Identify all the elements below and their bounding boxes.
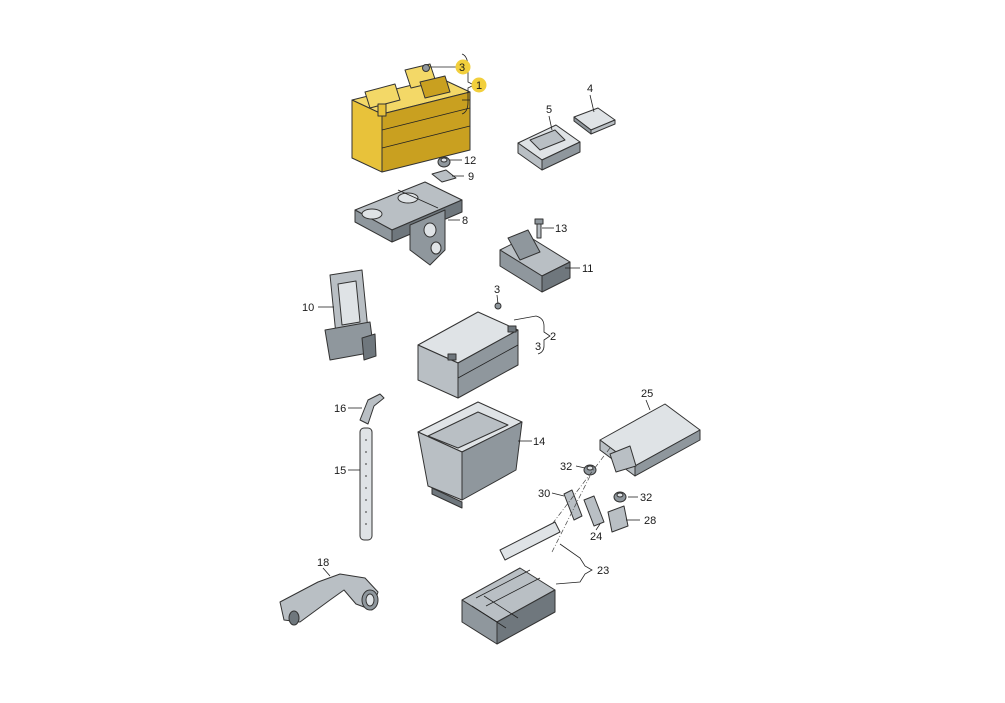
callout-32-upper: 32 (560, 461, 572, 473)
frame-part-10 (324, 269, 377, 361)
callout-3-middle: 3 (494, 284, 500, 296)
assembly-lines (539, 447, 611, 553)
callout-3-bracket: 3 (535, 341, 541, 353)
callout-2: 2 (550, 331, 556, 343)
vent-tube-dots (365, 439, 367, 525)
battery-bracket-part-8 (354, 181, 463, 266)
fuse-strip-part-23 (499, 521, 561, 561)
callout-30: 30 (538, 488, 550, 500)
callout-16: 16 (334, 403, 346, 415)
cap-part-4 (573, 107, 616, 135)
battery-highlighted (351, 63, 471, 173)
callout-15: 15 (334, 465, 346, 477)
nut-part-32-upper (583, 464, 597, 476)
callout-5: 5 (546, 104, 552, 116)
cover-part-5 (517, 124, 581, 171)
callout-11: 11 (582, 263, 593, 275)
callout-23: 23 (597, 565, 609, 577)
callout-8: 8 (462, 215, 468, 227)
callout-13: 13 (555, 223, 567, 235)
battery-tray-part-14 (417, 401, 523, 509)
callout-18: 18 (317, 557, 329, 569)
bolt-part-13 (534, 218, 544, 239)
cover-part-25 (599, 403, 701, 477)
callout-10: 10 (302, 302, 314, 314)
callouts: 3 1 4 5 12 9 8 13 11 10 3 2 3 14 16 15 1… (302, 59, 656, 577)
connector-part-28 (607, 505, 629, 533)
nut-part-12 (437, 156, 451, 168)
vent-tube-part-15 (359, 427, 373, 541)
callout-9: 9 (468, 171, 474, 183)
connector-part-30 (563, 489, 583, 521)
callout-1: 1 (476, 80, 482, 92)
battery-part-2 (417, 311, 519, 399)
elbow-part-16 (359, 393, 385, 425)
callout-1-highlight (471, 77, 487, 93)
clamp-part-9 (431, 169, 457, 183)
callout-25: 25 (641, 388, 653, 400)
callout-4: 4 (587, 83, 593, 95)
callout-3-top: 3 (459, 62, 465, 74)
holder-part-11 (499, 229, 571, 293)
callout-12: 12 (464, 155, 476, 167)
callout-32-lower: 32 (640, 492, 652, 504)
callout-3-highlight (455, 59, 471, 75)
callout-28: 28 (644, 515, 656, 527)
callout-14: 14 (533, 436, 545, 448)
leader-lines (318, 53, 651, 585)
callout-24: 24 (590, 531, 602, 543)
connector-part-24 (583, 495, 605, 527)
duct-part-18 (279, 573, 379, 626)
nut-part-32-lower (613, 491, 627, 503)
screw-part-3-top (422, 64, 430, 72)
fuse-box-part-23 (461, 567, 556, 645)
